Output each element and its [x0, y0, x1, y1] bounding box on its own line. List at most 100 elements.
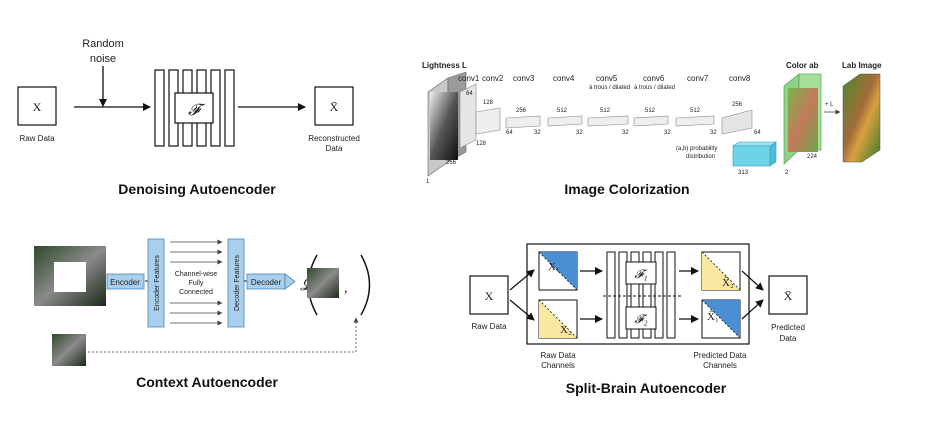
decoder-label: Decoder [251, 278, 282, 287]
sb-raw-channels-line2: Channels [541, 361, 575, 370]
conv6-depth: 512 [645, 108, 656, 114]
comma: , [344, 281, 348, 296]
sb-xhat2-label: X̂₂ [722, 276, 734, 289]
conv2-name: conv2 [482, 74, 504, 83]
colorization-caption: Image Colorization [564, 181, 689, 197]
sb-outer-frame [526, 243, 750, 345]
conv5-note: à trous / dilated [589, 85, 630, 91]
size-128: 128 [476, 141, 487, 147]
conv1-name: conv1 [458, 74, 480, 83]
function-box [174, 92, 214, 124]
distribution-label-line2: distribution [686, 154, 715, 160]
channel-label-line1: Channel-wise [175, 271, 218, 278]
sb-predicted-label-line2: Data [780, 334, 797, 343]
sb-f1-box [625, 261, 657, 285]
size-32-c: 32 [622, 130, 629, 136]
distribution-side [769, 141, 777, 167]
raw-data-symbol: X [33, 100, 42, 114]
decoder-features-bar [227, 238, 245, 328]
sb-merge-arrow-bottom [741, 299, 764, 320]
sb-x1-label: X₁ [548, 261, 560, 273]
size-32-e: 32 [710, 130, 717, 136]
sb-predicted-label-line1: Predicted [771, 323, 805, 332]
reconstructed-label-line1: Reconstructed [308, 134, 360, 143]
decoder-arrow-head [284, 273, 296, 290]
distribution-block [732, 145, 771, 167]
encoder-label: Encoder [110, 278, 140, 287]
size-64-b: 64 [754, 130, 761, 136]
sb-predicted-box [768, 275, 808, 315]
splitbrain-panel: X Raw Data X₁ X₂ Raw Data Channels 𝓕₁ [469, 243, 808, 396]
size-32-a: 32 [534, 130, 541, 136]
ground-truth-patch [52, 334, 86, 366]
sb-predicted-symbol: X̄ [784, 289, 793, 303]
ground-truth-arrow [88, 317, 359, 353]
distribution-label-line1: (a,b) probability [676, 146, 717, 152]
encoder-features-bar [147, 238, 165, 328]
predicted-patch [307, 268, 339, 298]
sb-raw-data-label: Raw Data [471, 322, 507, 331]
conv6-note: à trous / dilated [634, 85, 675, 91]
conv8-name: conv8 [729, 74, 751, 83]
ab-depth: 2 [785, 170, 789, 176]
conv4-depth: 512 [557, 108, 568, 114]
conv1-depth: 64 [466, 91, 473, 97]
conv5-depth: 512 [600, 108, 611, 114]
conv3-name: conv3 [513, 74, 535, 83]
conv3-depth: 256 [516, 108, 527, 114]
sb-split-arrow-bottom [509, 299, 535, 321]
ab-size: 224 [807, 154, 818, 160]
conv-blocks [459, 83, 753, 149]
plus-l-label: + L [825, 102, 834, 108]
right-paren [360, 254, 371, 316]
raw-data-box [17, 86, 57, 126]
encoder-input-box [106, 273, 145, 290]
sb-pred-channels-line1: Predicted Data [694, 351, 747, 360]
lightness-label: Lightness L [422, 61, 467, 70]
reconstructed-box [314, 86, 354, 126]
sb-f2-box [625, 306, 657, 330]
sb-f2-label: 𝓕₂ [634, 312, 647, 326]
lab-image [842, 73, 881, 163]
channel-label-line2: Fully [189, 280, 204, 287]
distribution-top [732, 141, 777, 147]
size-256: 256 [446, 160, 457, 166]
sb-raw-data-symbol: X [485, 289, 494, 303]
sb-xhat1-label: X̂₁ [707, 310, 719, 323]
conv4-name: conv4 [553, 74, 575, 83]
size-32-b: 32 [576, 130, 583, 136]
noise-label-line2: noise [90, 53, 116, 65]
decoder-features-label: Decoder Features [234, 254, 241, 311]
channel-label-line3: Connected [179, 289, 213, 296]
raw-data-label: Raw Data [19, 134, 55, 143]
sb-f1-label: 𝓕₁ [634, 267, 647, 281]
masked-region [54, 262, 86, 292]
conv2-depth: 128 [483, 100, 494, 106]
sb-x2-label: X₂ [560, 324, 572, 336]
size-32-d: 32 [664, 130, 671, 136]
conv6-name: conv6 [643, 74, 665, 83]
noise-label-line1: Random [82, 38, 124, 50]
denoising-caption: Denoising Autoencoder [118, 181, 276, 197]
colorization-panel: Lightness L 1 256 conv1 conv2 conv3 conv… [422, 61, 882, 197]
conv7-name: conv7 [687, 74, 709, 83]
denoising-panel: Random noise X Raw Data 𝓕 X̄ Reconstruct… [17, 38, 360, 197]
sb-merge-arrow-top [741, 270, 764, 291]
encoder-features-label: Encoder Features [154, 255, 161, 311]
context-panel: Encoder Encoder Features Channel-wise Fu… [34, 238, 371, 390]
conv8-depth: 256 [732, 102, 743, 108]
context-caption: Context Autoencoder [136, 374, 278, 390]
sb-raw-channels-line1: Raw Data [540, 351, 576, 360]
grayscale-image [430, 92, 458, 160]
sb-network-stack [606, 251, 676, 339]
ab-image [788, 88, 818, 152]
size-64: 64 [506, 130, 513, 136]
input-size-bottom: 1 [426, 179, 430, 185]
conv5-name: conv5 [596, 74, 618, 83]
fc-arrows [170, 239, 223, 326]
sb-pred-channels-line2: Channels [703, 361, 737, 370]
splitbrain-caption: Split-Brain Autoencoder [566, 380, 727, 396]
distribution-width: 313 [738, 170, 749, 176]
lab-label: Lab Image [842, 61, 882, 70]
